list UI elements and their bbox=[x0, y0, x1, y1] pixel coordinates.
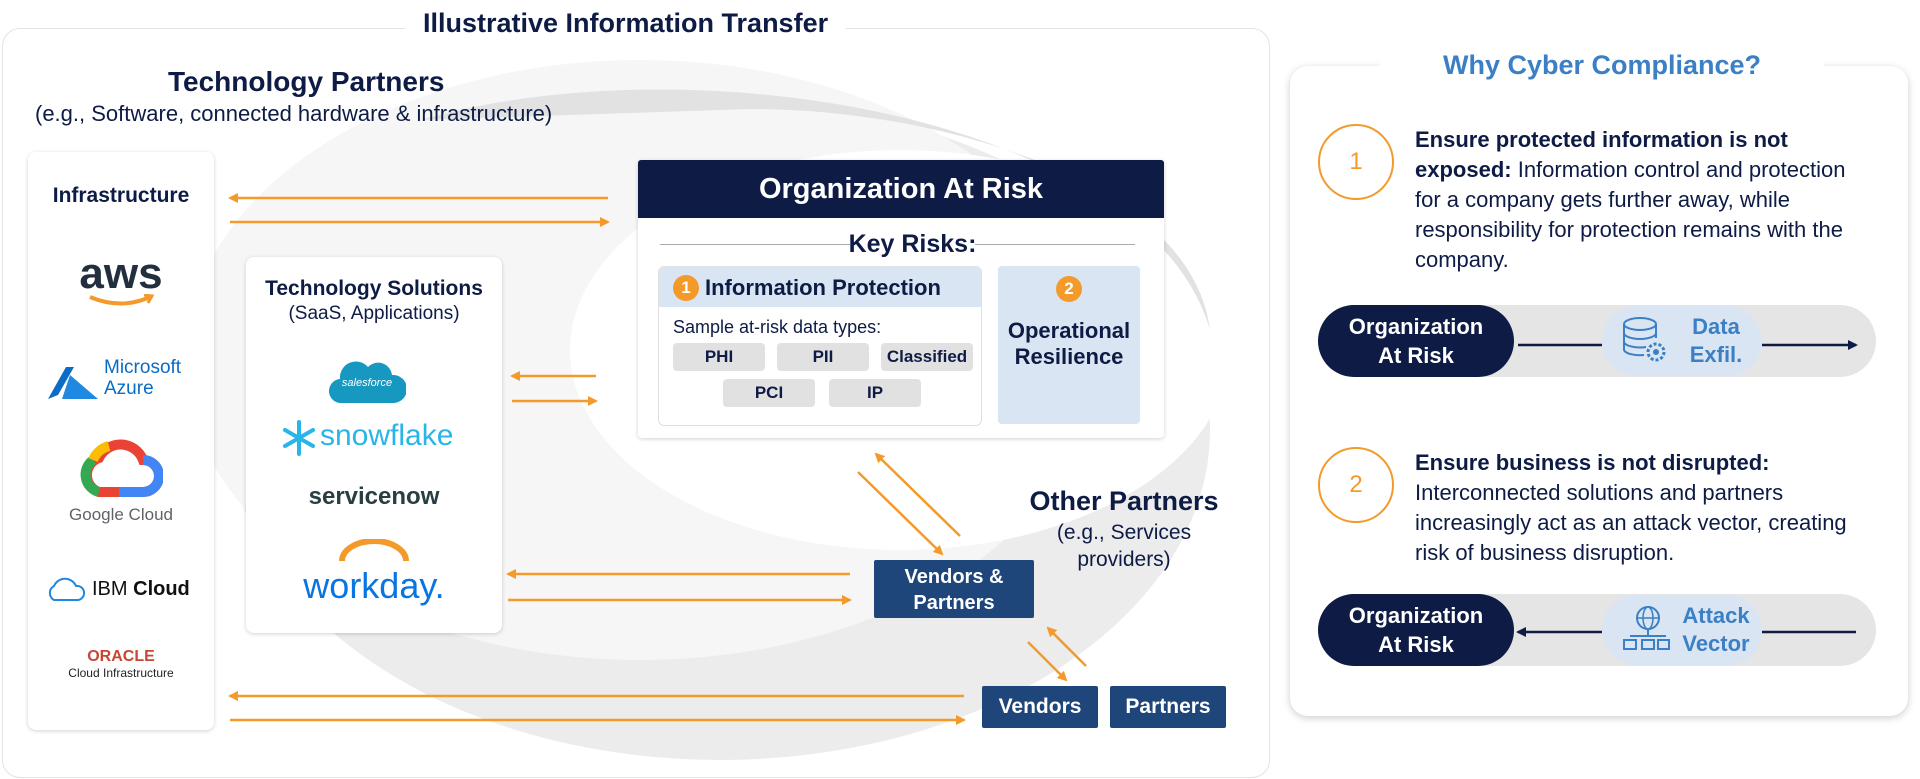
data-exfil-label: Data Exfil. bbox=[1672, 313, 1760, 369]
tech-solutions-subtitle: (SaaS, Applications) bbox=[288, 303, 460, 324]
partners-box: Partners bbox=[1110, 686, 1226, 728]
reason-1-body: Information control and protection for a… bbox=[1415, 157, 1846, 272]
tech-solutions-card: Technology Solutions (SaaS, Applications… bbox=[246, 257, 502, 633]
reason-2-bold: Ensure business is not disrupted: bbox=[1415, 450, 1770, 475]
oracle-sub: Cloud Infrastructure bbox=[68, 666, 174, 680]
data-exfil-line2: Exfil. bbox=[1689, 342, 1743, 367]
risk-number-1: 1 bbox=[673, 275, 699, 301]
bar1-organization: Organization At Risk bbox=[1318, 305, 1514, 377]
google-cloud-text: Google Cloud bbox=[69, 505, 173, 524]
servicenow-logo: servicenow bbox=[308, 483, 440, 510]
ibm-text: IBM bbox=[92, 578, 128, 600]
bar1-org-line1: Organization bbox=[1348, 314, 1484, 339]
attack-vector-badge bbox=[1602, 595, 1762, 665]
operational-resilience-box: 2 Operational Resilience bbox=[998, 266, 1140, 424]
data-exfil-line1: Data bbox=[1692, 314, 1740, 339]
aws-smile-icon bbox=[89, 293, 155, 306]
sample-data-types-label: Sample at-risk data types: bbox=[673, 317, 882, 337]
attack-vector-line1: Attack bbox=[1682, 603, 1750, 628]
data-type-pci: PCI bbox=[723, 379, 815, 407]
vendors-partners-line2: Partners bbox=[913, 592, 995, 614]
azure-line1: Microsoft bbox=[104, 357, 182, 378]
arrow-vp-to-org bbox=[874, 452, 961, 537]
organization-title: Organization At Risk bbox=[638, 160, 1164, 218]
diagram-title: Illustrative Information Transfer bbox=[405, 8, 847, 39]
why-compliance-title: Why Cyber Compliance? bbox=[1380, 50, 1824, 81]
snowflake-logo: snowflake bbox=[280, 417, 480, 457]
salesforce-logo: salesforce bbox=[328, 357, 406, 409]
aws-logo: aws bbox=[28, 249, 214, 313]
operational-text: Operational bbox=[1007, 318, 1131, 343]
snowflake-text: snowflake bbox=[320, 419, 454, 452]
google-cloud-logo: Google Cloud bbox=[28, 436, 214, 525]
data-type-ip: IP bbox=[829, 379, 921, 407]
snowflake-icon bbox=[283, 420, 315, 456]
database-gear-icon bbox=[1623, 317, 1666, 362]
bar1-org-line2: At Risk bbox=[1378, 343, 1454, 368]
tech-partners-title: Technology Partners bbox=[168, 66, 445, 97]
ibm-cloud-logo: IBM Cloud bbox=[46, 570, 206, 610]
attack-vector-label: Attack Vector bbox=[1672, 602, 1760, 658]
reason-1-bold: Ensure protected information is not expo… bbox=[1415, 127, 1788, 182]
azure-logo: Microsoft Azure bbox=[48, 357, 208, 403]
azure-line2: Azure bbox=[104, 378, 154, 399]
infrastructure-card: Infrastructure aws Microsoft Azure Googl… bbox=[28, 152, 214, 730]
tech-solutions-title: Technology Solutions bbox=[265, 277, 483, 300]
salesforce-text: salesforce bbox=[341, 377, 393, 389]
salesforce-cloud-icon bbox=[329, 361, 406, 404]
key-risks-divider-left bbox=[660, 244, 850, 245]
workday-logo: workday. bbox=[246, 538, 502, 606]
other-partners-line1: (e.g., Services bbox=[1056, 521, 1192, 544]
information-protection-header bbox=[659, 267, 981, 307]
oracle-logo: ORACLE Cloud Infrastructure bbox=[28, 649, 214, 681]
vendors-partners-box: Vendors & Partners bbox=[874, 560, 1034, 618]
data-type-phi: PHI bbox=[673, 343, 765, 371]
azure-icon bbox=[48, 367, 98, 399]
key-risks-label: Key Risks: bbox=[848, 230, 977, 258]
reason-2-number: 2 bbox=[1318, 447, 1394, 523]
network-globe-icon bbox=[1623, 606, 1670, 650]
ibm-cloud-icon bbox=[48, 577, 86, 601]
reason-1-text: Ensure protected information is not expo… bbox=[1415, 125, 1875, 275]
risk-number-2: 2 bbox=[1056, 276, 1082, 302]
attack-vector-line2: Vector bbox=[1682, 631, 1750, 656]
information-protection-title: Information Protection bbox=[705, 275, 941, 300]
information-protection-box: 1 Information Protection Sample at-risk … bbox=[658, 266, 982, 426]
oracle-text: ORACLE bbox=[87, 648, 155, 665]
cloud-text: Cloud bbox=[133, 578, 190, 600]
bar2-organization: Organization At Risk bbox=[1318, 594, 1514, 666]
google-cloud-icon bbox=[80, 439, 164, 497]
bar2-org-line1: Organization bbox=[1348, 603, 1484, 628]
transfer-arrows bbox=[228, 193, 1087, 725]
data-exfil-badge bbox=[1602, 306, 1762, 376]
vendors-box: Vendors bbox=[982, 686, 1098, 728]
bar-arrows bbox=[1516, 340, 1858, 637]
reason-2-body: Interconnected solutions and partners in… bbox=[1415, 480, 1847, 565]
tech-partners-subtitle: (e.g., Software, connected hardware & in… bbox=[35, 101, 553, 126]
workday-text: workday. bbox=[303, 565, 445, 606]
data-type-classified: Classified bbox=[881, 343, 973, 371]
infrastructure-title: Infrastructure bbox=[52, 184, 190, 207]
resilience-text: Resilience bbox=[1014, 344, 1124, 369]
reason-1-number: 1 bbox=[1318, 124, 1394, 200]
ibm-cloud-text: IBM Cloud bbox=[92, 578, 190, 601]
arrow-partners-to-vp bbox=[1046, 626, 1087, 667]
key-risks-divider-right bbox=[975, 244, 1135, 245]
bar2-org-line2: At Risk bbox=[1378, 632, 1454, 657]
aws-logo-text: aws bbox=[79, 249, 163, 298]
data-type-pii: PII bbox=[777, 343, 869, 371]
other-partners-line2: providers) bbox=[1077, 548, 1171, 571]
workday-arc-icon bbox=[339, 538, 409, 562]
arrow-vp-to-vendors bbox=[1027, 641, 1068, 682]
arrow-org-to-vp bbox=[857, 471, 944, 556]
other-partners-title: Other Partners bbox=[1029, 486, 1219, 516]
vendors-partners-line1: Vendors & bbox=[904, 566, 1004, 588]
reason-2-text: Ensure business is not disrupted: Interc… bbox=[1415, 448, 1875, 568]
